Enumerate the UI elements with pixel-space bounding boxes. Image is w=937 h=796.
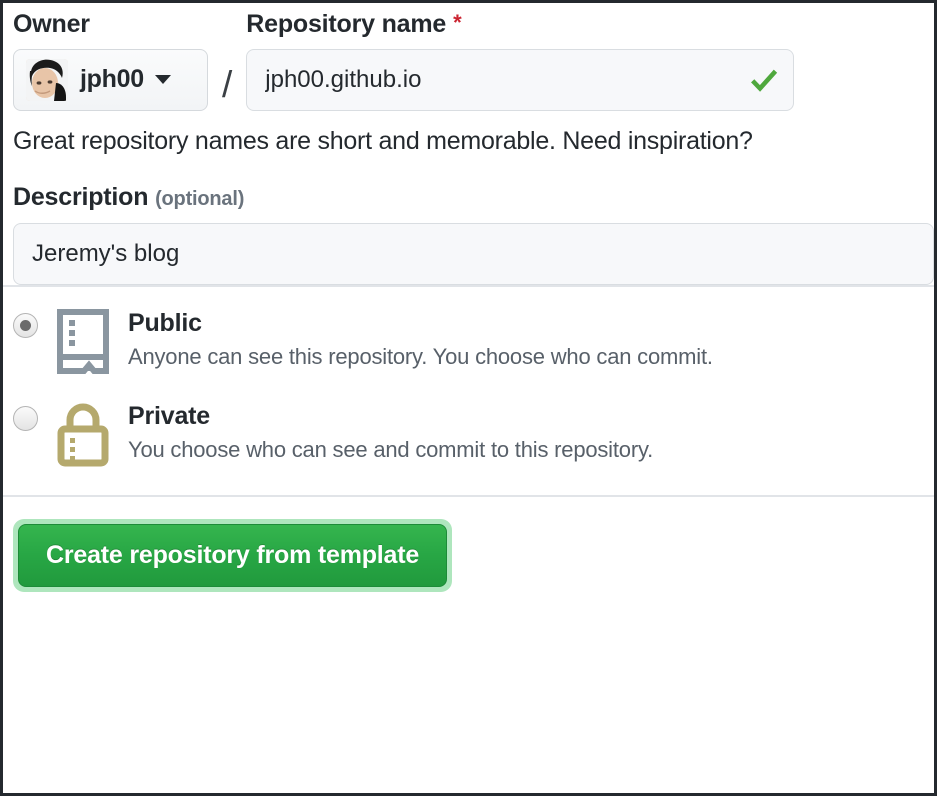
repo-book-icon [56, 309, 110, 380]
repository-name-field: Repository name* [246, 10, 795, 111]
public-option-description: Anyone can see this repository. You choo… [128, 343, 713, 369]
required-asterisk: * [453, 10, 462, 35]
owner-repo-separator: / [222, 63, 233, 105]
visibility-option-list: Public Anyone can see this repository. Y… [3, 287, 934, 473]
need-inspiration-link[interactable]: Need inspiration? [562, 126, 753, 155]
description-label-text: Description [13, 182, 149, 211]
description-label: Description (optional) [13, 182, 934, 212]
public-radio-dot [20, 320, 31, 331]
divider-above-submit [3, 495, 934, 497]
private-radio[interactable] [13, 406, 38, 431]
divider-above-visibility [3, 285, 934, 287]
chevron-down-icon [154, 75, 171, 84]
create-repository-focus-ring: Create repository from template [13, 519, 453, 592]
repository-identity-row: Owner [3, 3, 934, 111]
repository-name-label: Repository name* [246, 10, 794, 39]
owner-field: Owner [13, 10, 208, 111]
repository-name-input-wrap [246, 48, 795, 111]
public-radio[interactable] [13, 313, 38, 338]
description-input[interactable] [13, 223, 934, 285]
private-option-title: Private [128, 402, 210, 430]
create-repository-from-template-button[interactable]: Create repository from template [18, 524, 448, 587]
helper-text-static: Great repository names are short and mem… [13, 126, 563, 155]
description-optional-label: (optional) [155, 187, 245, 210]
avatar-photo [26, 58, 68, 101]
submit-area: Create repository from template [3, 497, 934, 592]
public-option-text: Public Anyone can see this repository. Y… [128, 309, 713, 370]
visibility-option-private[interactable]: Private You choose who can see and commi… [13, 402, 934, 473]
public-option-title: Public [128, 309, 202, 337]
lock-icon [56, 402, 110, 473]
visibility-option-public[interactable]: Public Anyone can see this repository. Y… [13, 309, 934, 380]
owner-label: Owner [13, 10, 90, 38]
repository-name-label-text: Repository name [246, 10, 447, 38]
private-option-description: You choose who can see and commit to thi… [128, 436, 654, 462]
avatar [26, 58, 68, 101]
owner-name: jph00 [80, 65, 144, 93]
repository-name-input[interactable] [246, 48, 795, 111]
repository-name-helper-text: Great repository names are short and mem… [3, 111, 934, 156]
private-option-text: Private You choose who can see and commi… [128, 402, 653, 463]
description-field: Description (optional) [3, 156, 934, 285]
owner-select[interactable]: jph00 [13, 48, 208, 111]
